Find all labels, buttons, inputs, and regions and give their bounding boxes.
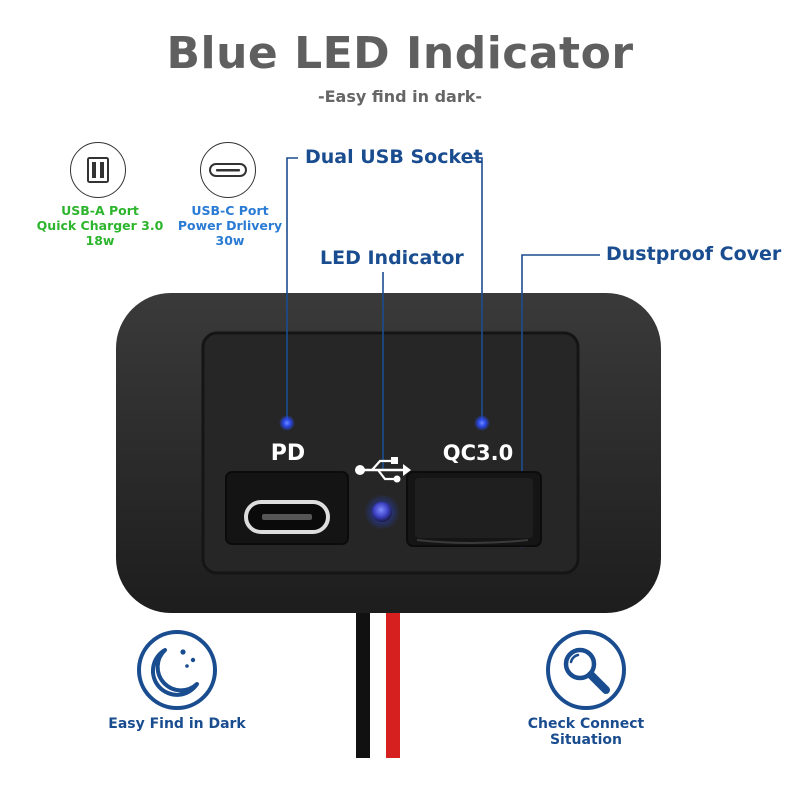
led-bulb bbox=[372, 502, 392, 522]
black-cable bbox=[356, 598, 370, 758]
red-cable bbox=[386, 598, 400, 758]
callout-lines bbox=[286, 157, 600, 540]
led-dot-qc bbox=[474, 415, 490, 431]
callout-dustproof-cover: Dustproof Cover bbox=[606, 243, 782, 265]
moon-stars-icon bbox=[137, 630, 217, 710]
feature-check-connect-line1: Check Connect bbox=[527, 716, 645, 732]
usb-c-spec: Power Drlivery bbox=[177, 218, 283, 233]
cables bbox=[356, 598, 400, 758]
callout-led-indicator: LED Indicator bbox=[320, 247, 464, 269]
page-title: Blue LED Indicator bbox=[166, 28, 634, 79]
usb-a-label: USB-A Port bbox=[61, 203, 139, 218]
usb-a-label-group: USB-A Port Quick Charger 3.0 18w bbox=[30, 203, 170, 248]
usb-c-socket bbox=[225, 471, 349, 545]
usb-a-spec: Quick Charger 3.0 bbox=[36, 218, 164, 233]
feature-easy-find-dark-label: Easy Find in Dark bbox=[108, 716, 246, 732]
pd-label: PD bbox=[271, 441, 305, 466]
usb-a-port-icon bbox=[70, 142, 126, 198]
usb-c-label: USB-C Port bbox=[191, 203, 269, 218]
usb-a-power: 18w bbox=[85, 233, 115, 248]
usb-a-dustproof-cover bbox=[406, 471, 542, 547]
dual-usb-line-right bbox=[470, 157, 483, 420]
callout-dual-usb-socket: Dual USB Socket bbox=[305, 146, 483, 168]
page-subtitle: -Easy find in dark- bbox=[317, 87, 483, 106]
dual-usb-line-left bbox=[286, 157, 298, 420]
usb-symbol-icon bbox=[355, 457, 411, 483]
led-dot-pd bbox=[279, 415, 295, 431]
dustproof-line bbox=[521, 254, 600, 540]
usb-c-port-icon bbox=[200, 142, 256, 198]
usb-c-label-group: USB-C Port Power Drlivery 30w bbox=[160, 203, 300, 248]
qc-label: QC3.0 bbox=[443, 441, 513, 465]
usb-c-power: 30w bbox=[215, 233, 245, 248]
feature-check-connect-line2: Situation bbox=[549, 732, 623, 748]
feature-check-connect-label: Check Connect Situation bbox=[506, 716, 666, 748]
magnifier-icon bbox=[546, 630, 626, 710]
